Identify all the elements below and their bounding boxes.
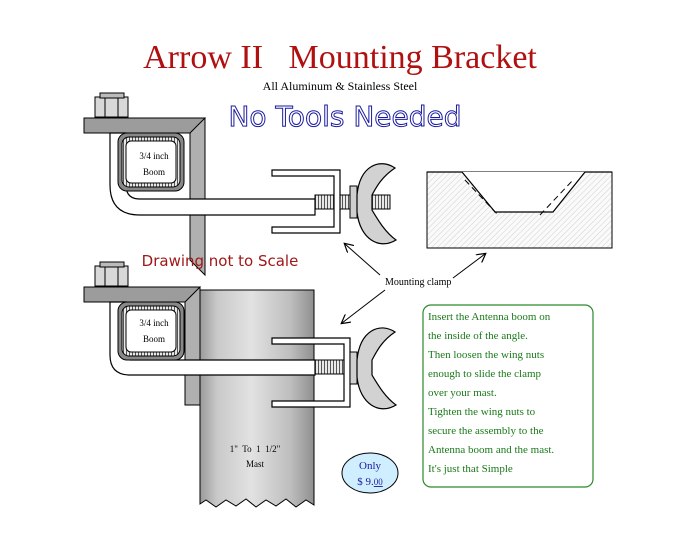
svg-text:$ 9.00: $ 9.00 — [357, 476, 383, 488]
instruction-line: the inside of the angle. — [428, 330, 528, 342]
page-title: Arrow II Mounting Bracket — [143, 39, 537, 76]
instruction-line: Tighten the wing nuts to — [428, 406, 536, 418]
boom-label-bottom-line1: 3/4 inch — [139, 318, 169, 328]
mast-label-line1: 1" To 1 1/2" — [230, 444, 281, 454]
callout-mounting-clamp: Mounting clamp — [385, 277, 451, 288]
mast-label-line2: Mast — [246, 459, 264, 469]
callout-arrow-right — [452, 254, 485, 279]
boom-section-top — [117, 132, 185, 192]
boom-label-top-line2: Boom — [143, 167, 165, 177]
mast — [199, 289, 315, 508]
price-line1: Only — [359, 460, 382, 472]
scale-note: Drawing not to Scale — [142, 252, 299, 270]
instructions-box: Insert the Antenna boom on the inside of … — [422, 304, 594, 488]
hex-nut-bottom — [94, 261, 129, 287]
mounting-clamp-top — [271, 169, 341, 234]
top-assembly: 3/4 inch Boom — [83, 92, 613, 277]
boom-section-bottom — [117, 301, 185, 361]
hex-nut-top — [94, 92, 129, 118]
subtitle: All Aluminum & Stainless Steel — [263, 79, 418, 93]
instruction-line: Then loosen the wing nuts — [428, 349, 544, 361]
wing-nut-top — [356, 163, 398, 245]
instruction-line: It's just that Simple — [428, 463, 513, 475]
instruction-line: enough to slide the clamp — [428, 368, 542, 380]
instruction-line: Antenna boom and the mast. — [428, 444, 554, 456]
instruction-line: secure the assembly to the — [428, 425, 544, 437]
instructions-text: Insert the Antenna boom on the inside of … — [428, 311, 554, 475]
instruction-line: Insert the Antenna boom on — [428, 311, 551, 323]
price-badge: Only $ 9.00 — [341, 452, 399, 494]
boom-label-bottom-line2: Boom — [143, 334, 165, 344]
boom-label-top-line1: 3/4 inch — [139, 151, 169, 161]
price-cents: 00 — [374, 477, 384, 487]
callout-arrow-top — [345, 244, 381, 276]
price-amount: $ 9. — [357, 476, 374, 488]
bracket-end-view — [426, 171, 613, 249]
callout-arrow-bottom — [342, 289, 386, 323]
wing-nut-bottom — [356, 327, 398, 410]
tagline: No Tools Needed — [228, 100, 461, 133]
bottom-assembly: 3/4 inch Boom — [83, 261, 398, 508]
instruction-line: over your mast. — [428, 387, 497, 399]
